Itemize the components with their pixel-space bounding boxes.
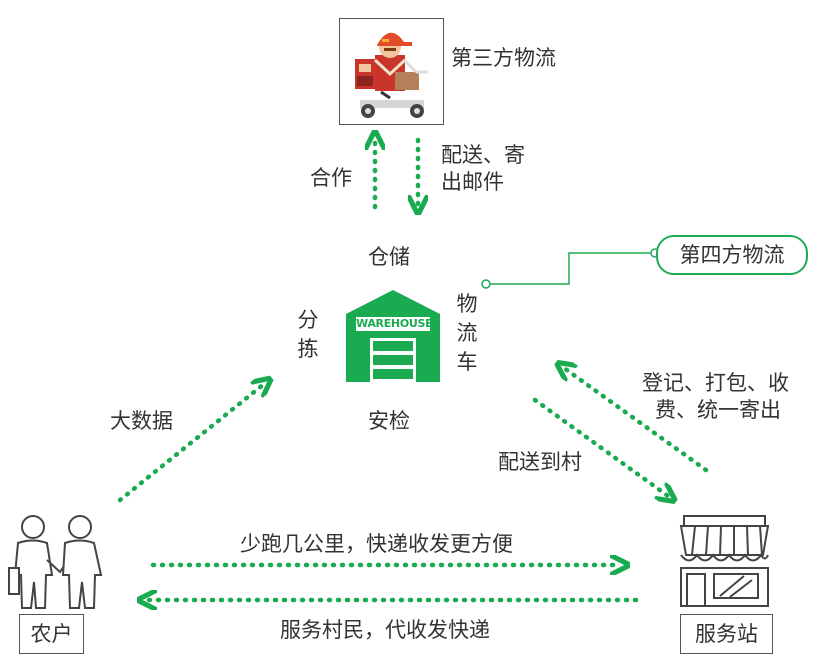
big-data-label: 大数据 bbox=[110, 409, 173, 433]
fourth-party-connector bbox=[486, 252, 655, 285]
station-box: 服务站 bbox=[680, 614, 773, 654]
farmers-icon bbox=[8, 515, 103, 609]
deliver-village-label: 配送到村 bbox=[498, 450, 582, 474]
station-label: 服务站 bbox=[695, 621, 758, 646]
arrow-big-data bbox=[117, 384, 264, 503]
third-party-box bbox=[339, 18, 444, 125]
farmer-to-station-label: 少跑几公里，快递收发更方便 bbox=[240, 532, 513, 556]
station-to-farmer-label: 服务村民，代收发快递 bbox=[280, 618, 490, 642]
warehouse-sign: WAREHOUSE bbox=[356, 317, 433, 331]
deliver-send-label-1: 配送、寄 bbox=[441, 143, 525, 167]
warehouse-icon bbox=[346, 290, 440, 382]
arrow-register-send bbox=[564, 368, 709, 473]
third-party-label: 第三方物流 bbox=[451, 46, 556, 70]
connector-dot-start bbox=[481, 279, 491, 289]
warehouse-sorting-label: 分拣 bbox=[297, 308, 319, 361]
shop-icon bbox=[679, 515, 770, 607]
fourth-party-pill: 第四方物流 bbox=[656, 235, 808, 275]
warehouse-storage-label: 仓储 bbox=[368, 245, 410, 269]
warehouse-truck-label: 物流车 bbox=[456, 292, 478, 374]
arrow-deliver-village bbox=[532, 397, 668, 496]
farmer-box: 农户 bbox=[19, 614, 84, 654]
warehouse-inspection-label: 安检 bbox=[368, 409, 410, 433]
deliver-send-label-2: 出邮件 bbox=[441, 170, 504, 194]
cooperate-label: 合作 bbox=[310, 166, 352, 190]
courier-icon bbox=[355, 32, 428, 118]
register-label-2: 费、统一寄出 bbox=[655, 398, 781, 422]
farmer-label: 农户 bbox=[30, 621, 73, 646]
register-label-1: 登记、打包、收 bbox=[642, 371, 789, 395]
